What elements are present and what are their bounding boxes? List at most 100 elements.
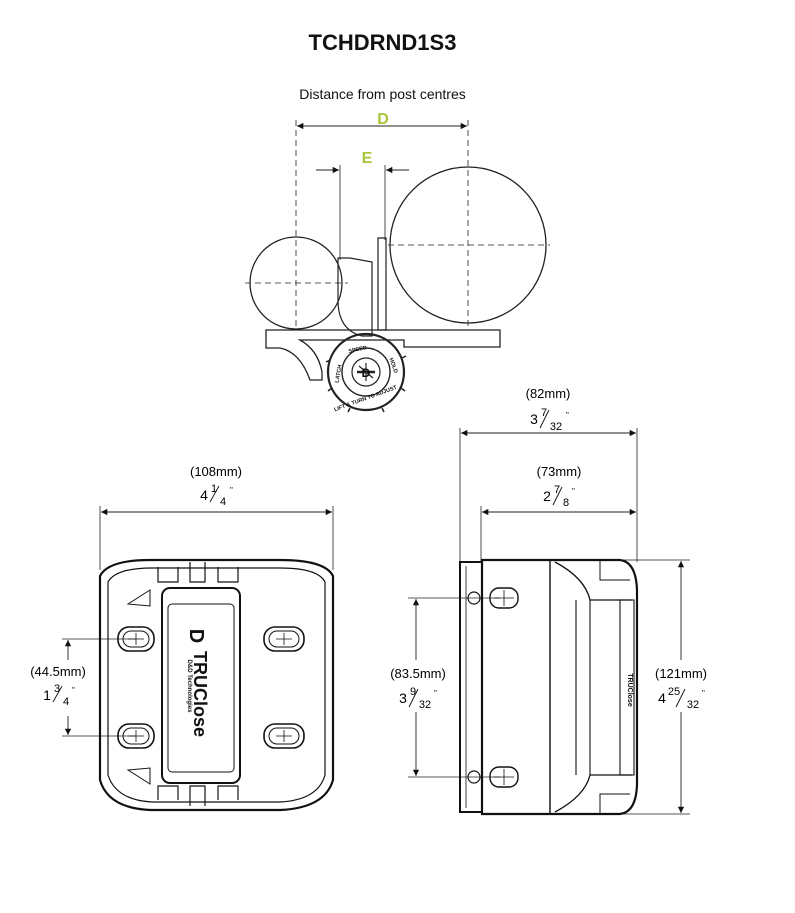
page-title: TCHDRND1S3 xyxy=(308,30,457,55)
front-hole-inches: 1 3 4 " xyxy=(43,683,75,708)
front-width-inch-mark: " xyxy=(230,486,233,495)
front-hole-in-num: 3 xyxy=(54,683,60,695)
side-hole-in-den: 32 xyxy=(419,699,431,711)
side-height-mm: (121mm) xyxy=(655,666,707,681)
side-hole-top xyxy=(489,587,519,609)
front-centre-panel xyxy=(161,587,241,784)
front-hole-mm: (44.5mm) xyxy=(30,664,86,679)
adjuster-dial-core xyxy=(351,357,381,387)
front-body-inner-outline xyxy=(107,567,326,803)
front-hole-in-den: 4 xyxy=(63,696,69,708)
side-body-in-den: 8 xyxy=(563,497,569,509)
dial-ring-text-top: SPEED xyxy=(348,345,368,355)
side-height-in-num: 25 xyxy=(668,686,680,698)
adjuster-dial-inner xyxy=(341,347,391,397)
front-brand-sub: D&D Technologies xyxy=(186,660,192,714)
side-hole-in-num: 9 xyxy=(410,686,416,698)
side-height-in-whole: 4 xyxy=(658,690,666,706)
front-hole-right-top xyxy=(263,626,305,652)
dial-ring-text-right: HOLD xyxy=(387,357,398,374)
base-plate xyxy=(265,329,501,381)
front-width-mm: (108mm) xyxy=(190,464,242,479)
side-hole-inches: 3 9 32 " xyxy=(399,686,437,711)
front-hole-right-bottom-inner xyxy=(268,727,300,745)
side-overall-in-num: 7 xyxy=(541,407,547,419)
hinge-bracket-left xyxy=(337,257,373,337)
front-bottom-tab-left xyxy=(157,785,179,800)
front-width-inches: 4 1 4 " xyxy=(200,483,233,508)
front-width-frac-bar xyxy=(209,485,220,503)
side-overall-inch-mark: " xyxy=(566,411,569,420)
side-brand-text: TRUClose xyxy=(626,673,633,707)
side-height-in-den: 32 xyxy=(687,699,699,711)
front-hole-crosshairs xyxy=(128,633,292,742)
side-body-outline xyxy=(480,558,639,816)
side-overall-inches: 3 7 32 " xyxy=(530,407,569,433)
side-height-inches: 4 25 32 " xyxy=(658,686,705,711)
side-hole-frac-bar xyxy=(408,688,419,708)
dim-d-label: D xyxy=(377,111,389,128)
front-top-tab-left xyxy=(157,567,179,583)
side-height-frac-bar xyxy=(675,688,686,708)
side-overall-in-den: 32 xyxy=(550,421,562,433)
hinge-bracket-right xyxy=(377,237,387,331)
front-brand-logo: D xyxy=(185,629,207,643)
side-top-notch xyxy=(599,560,630,581)
adjuster-dial-tick-c xyxy=(358,365,374,379)
dial-logo: D xyxy=(362,366,371,380)
side-hole-mm: (83.5mm) xyxy=(390,666,446,681)
side-height-inch-mark: " xyxy=(702,689,705,698)
front-hole-left-bottom xyxy=(117,723,155,749)
side-body-mm: (73mm) xyxy=(537,464,582,479)
side-overall-frac-bar xyxy=(539,409,550,429)
front-hole-frac-bar xyxy=(52,685,63,703)
side-mount-plate xyxy=(459,561,483,813)
adjuster-dial-teeth xyxy=(325,355,407,413)
front-top-tab-mid xyxy=(189,562,206,583)
side-fastener-bottom xyxy=(467,770,481,784)
side-overall-in-whole: 3 xyxy=(530,411,538,427)
front-corner-wedge-bl xyxy=(126,767,151,785)
front-hole-right-bottom xyxy=(263,723,305,749)
side-hole-inch-mark: " xyxy=(434,689,437,698)
side-body-in-whole: 2 xyxy=(543,488,551,504)
front-centre-panel-inner xyxy=(167,603,235,773)
front-bottom-tab-right xyxy=(217,785,239,800)
front-width-in-den: 4 xyxy=(220,496,226,508)
side-body-inner-wall xyxy=(575,600,591,775)
front-view-body xyxy=(98,558,335,812)
side-body-frac-bar xyxy=(552,486,563,506)
side-hole-crosshairs xyxy=(494,590,514,785)
front-bottom-tab-mid xyxy=(189,785,206,806)
adjuster-dial-outer xyxy=(326,332,406,412)
side-body-inches: 2 7 8 " xyxy=(543,484,575,509)
front-hole-left-bottom-inner xyxy=(122,727,150,745)
side-body-curve-bottom xyxy=(554,774,632,813)
side-body-inch-mark: " xyxy=(572,487,575,496)
front-corner-wedge-tl xyxy=(126,589,151,607)
front-top-tab-right xyxy=(217,567,239,583)
side-bottom-notch xyxy=(599,793,630,814)
front-width-in-whole: 4 xyxy=(200,487,208,503)
side-view-body xyxy=(459,558,639,816)
top-view-caption: Distance from post centres xyxy=(299,86,466,102)
side-body-in-num: 7 xyxy=(554,484,560,496)
dim-e-label: E xyxy=(362,150,373,167)
front-hole-in-whole: 1 xyxy=(43,687,51,703)
side-body-curve-top xyxy=(554,561,632,601)
side-overall-mm: (82mm) xyxy=(526,386,571,401)
side-fastener-top xyxy=(467,591,481,605)
top-view xyxy=(245,120,550,413)
side-hole-bottom xyxy=(489,766,519,788)
front-hole-left-top-inner xyxy=(122,630,150,648)
side-hole-in-whole: 3 xyxy=(399,690,407,706)
side-view-dimensions xyxy=(408,428,690,815)
front-brand-text: TRUClose xyxy=(190,651,210,737)
front-hole-inch-mark: " xyxy=(72,686,75,695)
front-width-in-num: 1 xyxy=(211,483,217,495)
side-body-end-cap xyxy=(619,599,635,776)
dial-ring-text-left: LATCH xyxy=(334,364,343,383)
front-hole-right-top-inner xyxy=(268,630,300,648)
front-body-outline xyxy=(98,558,335,812)
